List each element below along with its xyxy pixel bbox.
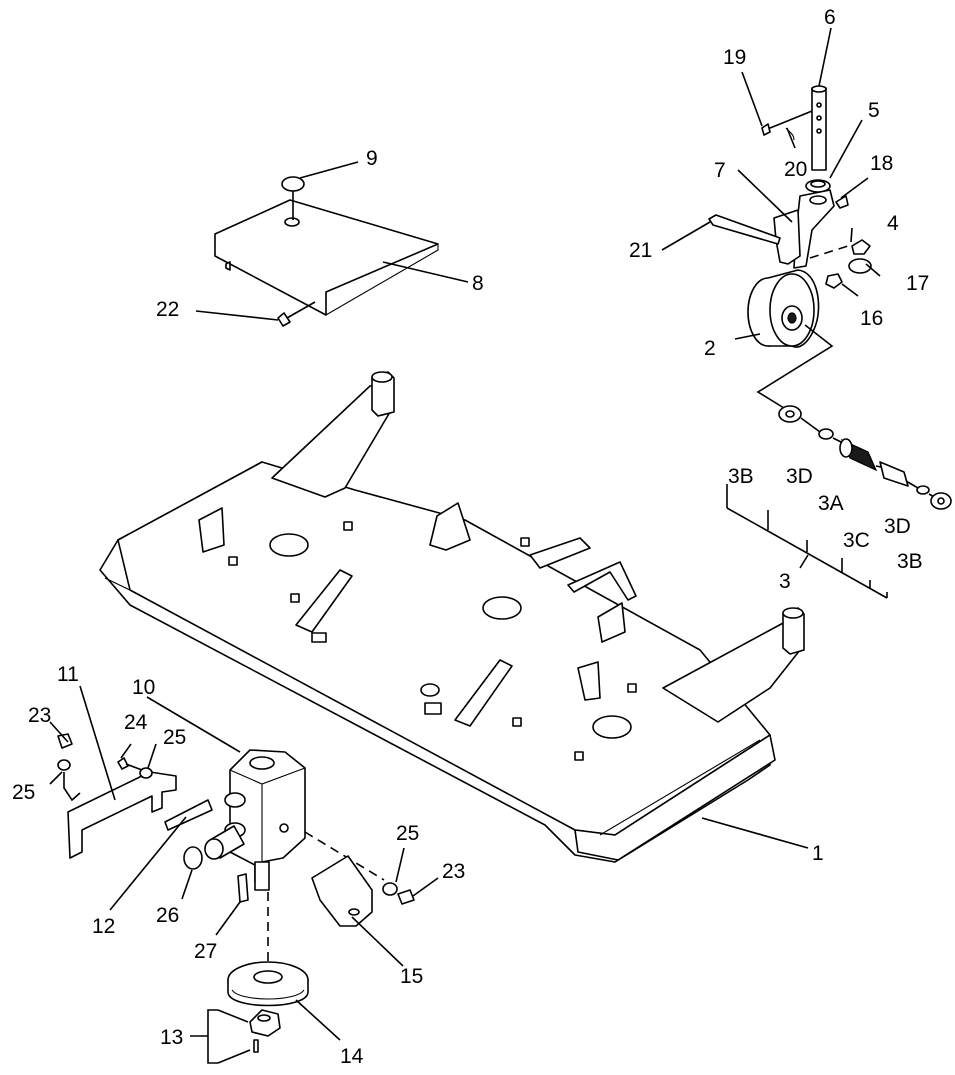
callout-3a: 3A	[818, 492, 844, 515]
callout-group-3-bracket	[726, 484, 888, 599]
callout-8: 8	[472, 272, 484, 295]
callout-10: 10	[132, 676, 155, 699]
callout-11: 11	[57, 663, 79, 686]
callout-21: 21	[629, 239, 652, 262]
callout-9: 9	[366, 147, 378, 170]
callout-3d-right: 3D	[884, 515, 911, 538]
callout-23-left: 23	[28, 704, 51, 727]
callout-20: 20	[784, 158, 807, 181]
callout-3: 3	[779, 570, 791, 593]
drive-bracket	[57, 733, 249, 903]
callout-12: 12	[92, 915, 115, 938]
callout-13: 13	[160, 1026, 183, 1049]
callout-1: 1	[812, 842, 824, 865]
callout-4: 4	[887, 212, 899, 235]
callout-3d-left: 3D	[786, 465, 813, 488]
callout-3b-right: 3B	[897, 550, 923, 573]
callout-26: 26	[156, 904, 179, 927]
gearbox-assembly	[204, 749, 385, 980]
callout-19: 19	[723, 46, 746, 69]
leader-lines	[49, 27, 881, 1064]
callout-5: 5	[868, 99, 880, 122]
pulley-assembly	[227, 961, 309, 1053]
callout-25-mid: 25	[163, 726, 186, 749]
callout-16: 16	[860, 307, 883, 330]
deck-square-holes	[228, 521, 637, 761]
mower-deck	[99, 371, 805, 863]
cover-bolt	[277, 301, 316, 327]
mount-bracket	[311, 855, 415, 927]
callout-labels: 1 2 3 3A 3B 3B 3C 3D 3D 4 5 6 7 8 9 10 1…	[12, 6, 929, 1068]
callout-14: 14	[340, 1045, 364, 1068]
callout-25-left: 25	[12, 781, 35, 804]
callout-17: 17	[906, 272, 929, 295]
callout-24: 24	[124, 711, 148, 734]
callout-22: 22	[156, 298, 179, 321]
callout-3b-left: 3B	[728, 465, 754, 488]
callout-15: 15	[400, 965, 423, 988]
callout-7: 7	[714, 159, 726, 182]
callout-3c: 3C	[843, 529, 870, 552]
deck-cover	[214, 199, 439, 316]
callout-27: 27	[194, 940, 217, 963]
callout-18: 18	[870, 152, 893, 175]
cover-knob	[281, 176, 305, 220]
callout-25-right: 25	[396, 822, 419, 845]
callout-23-right: 23	[442, 860, 465, 883]
callout-2: 2	[704, 337, 716, 360]
caster-assembly	[708, 85, 952, 510]
callout-6: 6	[824, 6, 836, 29]
